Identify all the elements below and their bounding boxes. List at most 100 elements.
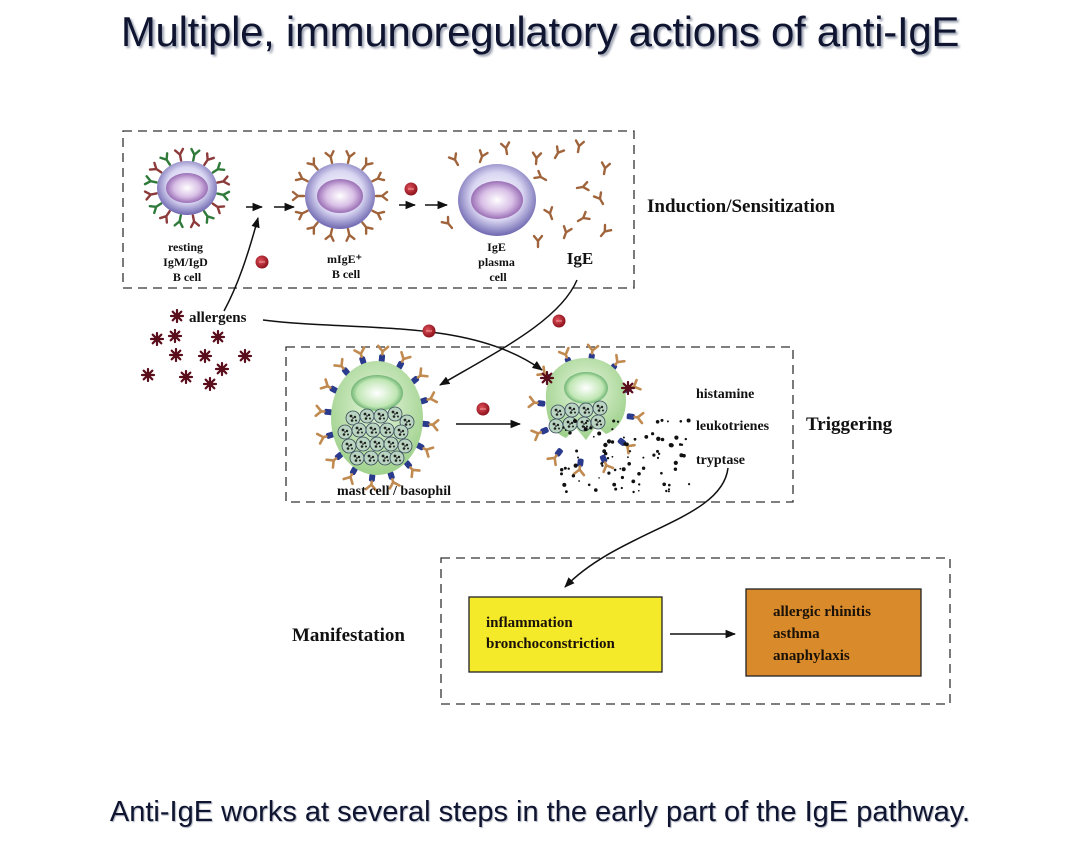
mediator-particle xyxy=(660,471,663,475)
ige-antibody-icon xyxy=(559,225,573,241)
mediator-particle xyxy=(620,475,625,480)
mediator-particle xyxy=(566,420,570,424)
ige-antibody-icon xyxy=(575,180,590,194)
antibody-icon xyxy=(624,409,645,425)
granule-icon xyxy=(359,408,375,424)
allergen-star-icon xyxy=(178,369,194,385)
antibody-icon xyxy=(420,417,440,432)
granule-icon xyxy=(355,436,371,452)
mediator-particle xyxy=(611,455,614,458)
granule-icon xyxy=(564,402,580,418)
released-mediators xyxy=(560,418,691,494)
mediator-particle xyxy=(620,486,623,490)
mediator-histamine: histamine xyxy=(696,387,754,402)
antibody-icon xyxy=(291,190,306,202)
allergen-star-icon xyxy=(202,376,218,392)
antibody-icon xyxy=(374,190,389,202)
mediator-particle xyxy=(587,483,591,487)
mediator-particle xyxy=(656,449,659,453)
allergen-star-icon xyxy=(169,308,185,324)
mediator-particle xyxy=(603,442,608,448)
anti-ige-molecule-icon xyxy=(422,324,436,338)
inflammation-box xyxy=(468,596,663,673)
disease-allergic-rhinitis: allergic rhinitis xyxy=(773,604,871,620)
granule-icon xyxy=(351,422,367,438)
ige-antibody-icon xyxy=(499,141,513,156)
granule-icon xyxy=(389,450,405,466)
ige-antibody-icon xyxy=(475,149,489,165)
mediator-particle xyxy=(606,457,610,460)
anti-ige-molecule-icon xyxy=(255,255,269,269)
antibody-icon xyxy=(173,213,186,229)
mediator-particle xyxy=(666,420,669,423)
allergen-to-mast-cell-arrow xyxy=(262,319,543,371)
allergen-star-icon xyxy=(214,361,230,377)
granule-icon xyxy=(341,438,357,454)
mediator-particle xyxy=(655,420,660,424)
mediator-particle xyxy=(598,477,600,479)
mediator-particle xyxy=(563,466,567,470)
mediator-particle xyxy=(600,462,604,465)
resting-b-cell-label-3: B cell xyxy=(173,270,202,284)
induction-dashed-frame xyxy=(122,130,635,289)
mediator-particle xyxy=(614,487,618,491)
ige-antibody-icon xyxy=(543,206,557,222)
disease-asthma: asthma xyxy=(773,626,820,642)
mediator-particle xyxy=(686,418,691,423)
resting-b-cell-label-1: resting xyxy=(168,240,203,254)
mediator-particle xyxy=(632,490,635,494)
granule-icon xyxy=(548,418,564,434)
mediator-particle xyxy=(573,463,578,468)
mediator-particle xyxy=(660,437,665,442)
antibody-icon xyxy=(546,444,567,467)
mediator-particle xyxy=(571,474,576,478)
mediator-particle xyxy=(560,472,563,476)
mediator-particle xyxy=(578,480,580,482)
induction-stage: resting IgM/IgD B cell mIgE⁺ B cell IgE xyxy=(122,130,635,289)
antibody-icon xyxy=(188,147,201,163)
mediator-leukotrienes: leukotrienes xyxy=(696,419,770,434)
mediator-particle xyxy=(662,482,666,487)
triggering-stage: mast cell / basophil histamine leukotrie… xyxy=(285,343,794,503)
mediator-particle xyxy=(565,490,568,493)
granule-icon xyxy=(397,438,413,454)
mediator-particle xyxy=(679,453,684,458)
antibody-icon xyxy=(159,152,175,169)
diseases-box xyxy=(745,588,922,677)
antibody-icon xyxy=(324,150,338,165)
mediator-particle xyxy=(673,460,678,465)
manifestation-stage-label: Manifestation xyxy=(292,625,405,646)
mediator-particle xyxy=(673,467,678,471)
mediator-particle xyxy=(652,453,656,457)
antibody-icon xyxy=(530,423,552,442)
granule-icon xyxy=(349,450,365,466)
allergen-star-icon xyxy=(140,367,156,383)
mediator-particle xyxy=(656,436,661,441)
mediator-particle xyxy=(638,489,640,492)
mediators-to-manifestation-arrow xyxy=(564,467,729,588)
disease-anaphylaxis: anaphylaxis xyxy=(773,648,850,664)
ige-antibody-icon xyxy=(596,223,613,240)
mediator-particle xyxy=(592,435,595,438)
allergen-star-icon xyxy=(149,331,165,347)
allergen-to-bcell-arrow xyxy=(223,216,260,312)
mediator-particle xyxy=(637,472,641,476)
granule-icon xyxy=(337,424,353,440)
granule-icon xyxy=(379,422,395,438)
granule-icon xyxy=(578,402,594,418)
mediator-particle xyxy=(606,439,612,444)
resting-b-cell-label-2: IgM/IgD xyxy=(163,255,208,269)
triggering-stage-label: Triggering xyxy=(806,414,893,435)
mediator-particle xyxy=(623,442,628,446)
mige-b-cell-label-1: mIgE⁺ xyxy=(327,252,362,266)
mediator-particle xyxy=(602,449,607,454)
mediator-particle xyxy=(568,431,572,435)
antibody-icon xyxy=(294,205,311,221)
mediator-particle xyxy=(616,420,620,423)
mediator-particle xyxy=(612,419,616,423)
granule-icon xyxy=(590,414,606,430)
mediator-particle xyxy=(644,435,649,439)
plasma-cell-label-1: IgE xyxy=(487,240,506,254)
antibody-icon xyxy=(314,404,334,419)
allergen-star-icon xyxy=(167,328,183,344)
